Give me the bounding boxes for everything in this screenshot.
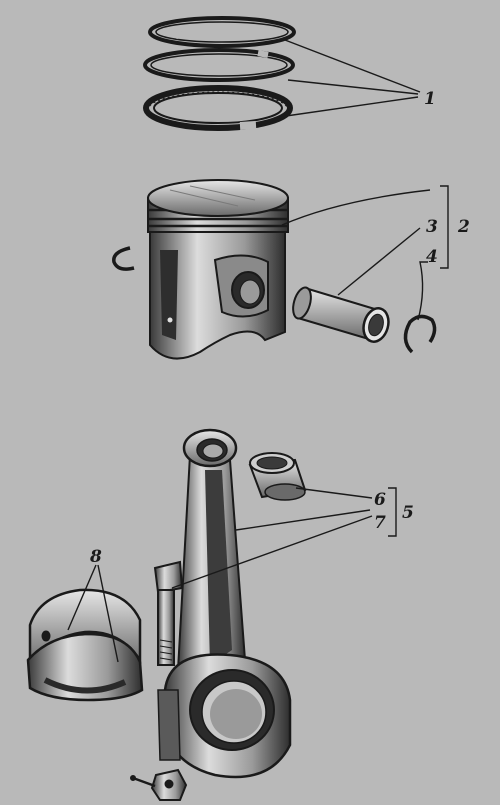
piston-rings	[143, 16, 296, 131]
rod-bushing	[248, 452, 307, 501]
callout-labels: 1 2 3 4 5 6 7 8	[89, 89, 470, 567]
circlip-right	[403, 314, 437, 354]
piston-crown	[147, 179, 289, 217]
rod-nut	[130, 768, 188, 801]
callout-3: 3	[426, 217, 438, 237]
callout-2: 2	[457, 217, 470, 237]
rod-bolt	[153, 560, 184, 666]
callout-7: 7	[374, 513, 386, 533]
callout-1: 1	[424, 89, 436, 109]
connecting-rod	[157, 428, 292, 779]
callout-4: 4	[426, 247, 438, 267]
piston-ring-oil	[143, 85, 293, 131]
piston	[147, 179, 289, 360]
circlip-left	[112, 246, 135, 271]
callout-8: 8	[89, 547, 102, 567]
piston-ring-middle	[143, 48, 295, 82]
callout-6: 6	[374, 490, 386, 510]
piston-pin	[292, 286, 390, 343]
piston-ring-top	[148, 16, 296, 48]
bearing-shells	[26, 588, 144, 702]
leader-lines	[67, 39, 449, 663]
callout-5: 5	[402, 503, 414, 523]
cotter-pin	[132, 776, 156, 788]
